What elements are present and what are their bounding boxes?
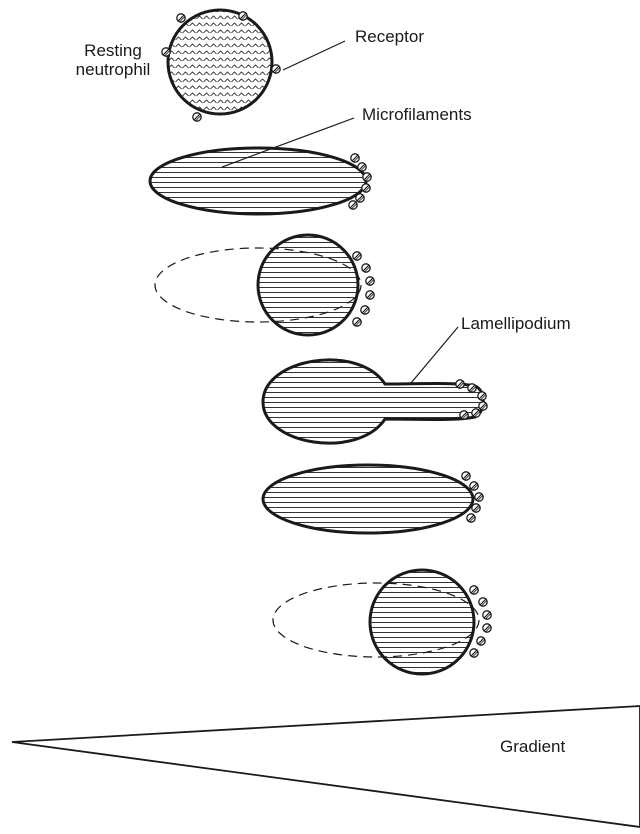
gradient-label: Gradient	[500, 737, 565, 756]
lamellipodium-leader-line	[411, 327, 458, 383]
gradient-wedge	[12, 706, 640, 827]
receptor-leader-line	[283, 41, 345, 70]
migrating-neutrophil	[263, 465, 483, 533]
resting-neutrophil	[162, 10, 280, 121]
microfilaments-label: Microfilaments	[362, 105, 472, 124]
lamellipodium-neutrophil	[263, 360, 487, 443]
contracting-neutrophil	[155, 235, 374, 335]
advanced-neutrophil	[273, 570, 491, 674]
lamellipodium-label: Lamellipodium	[461, 314, 571, 333]
polarized-neutrophil	[150, 148, 371, 214]
resting-label-line1: Resting	[84, 41, 142, 60]
receptor-label: Receptor	[355, 27, 424, 46]
resting-label-line2: neutrophil	[76, 60, 151, 79]
